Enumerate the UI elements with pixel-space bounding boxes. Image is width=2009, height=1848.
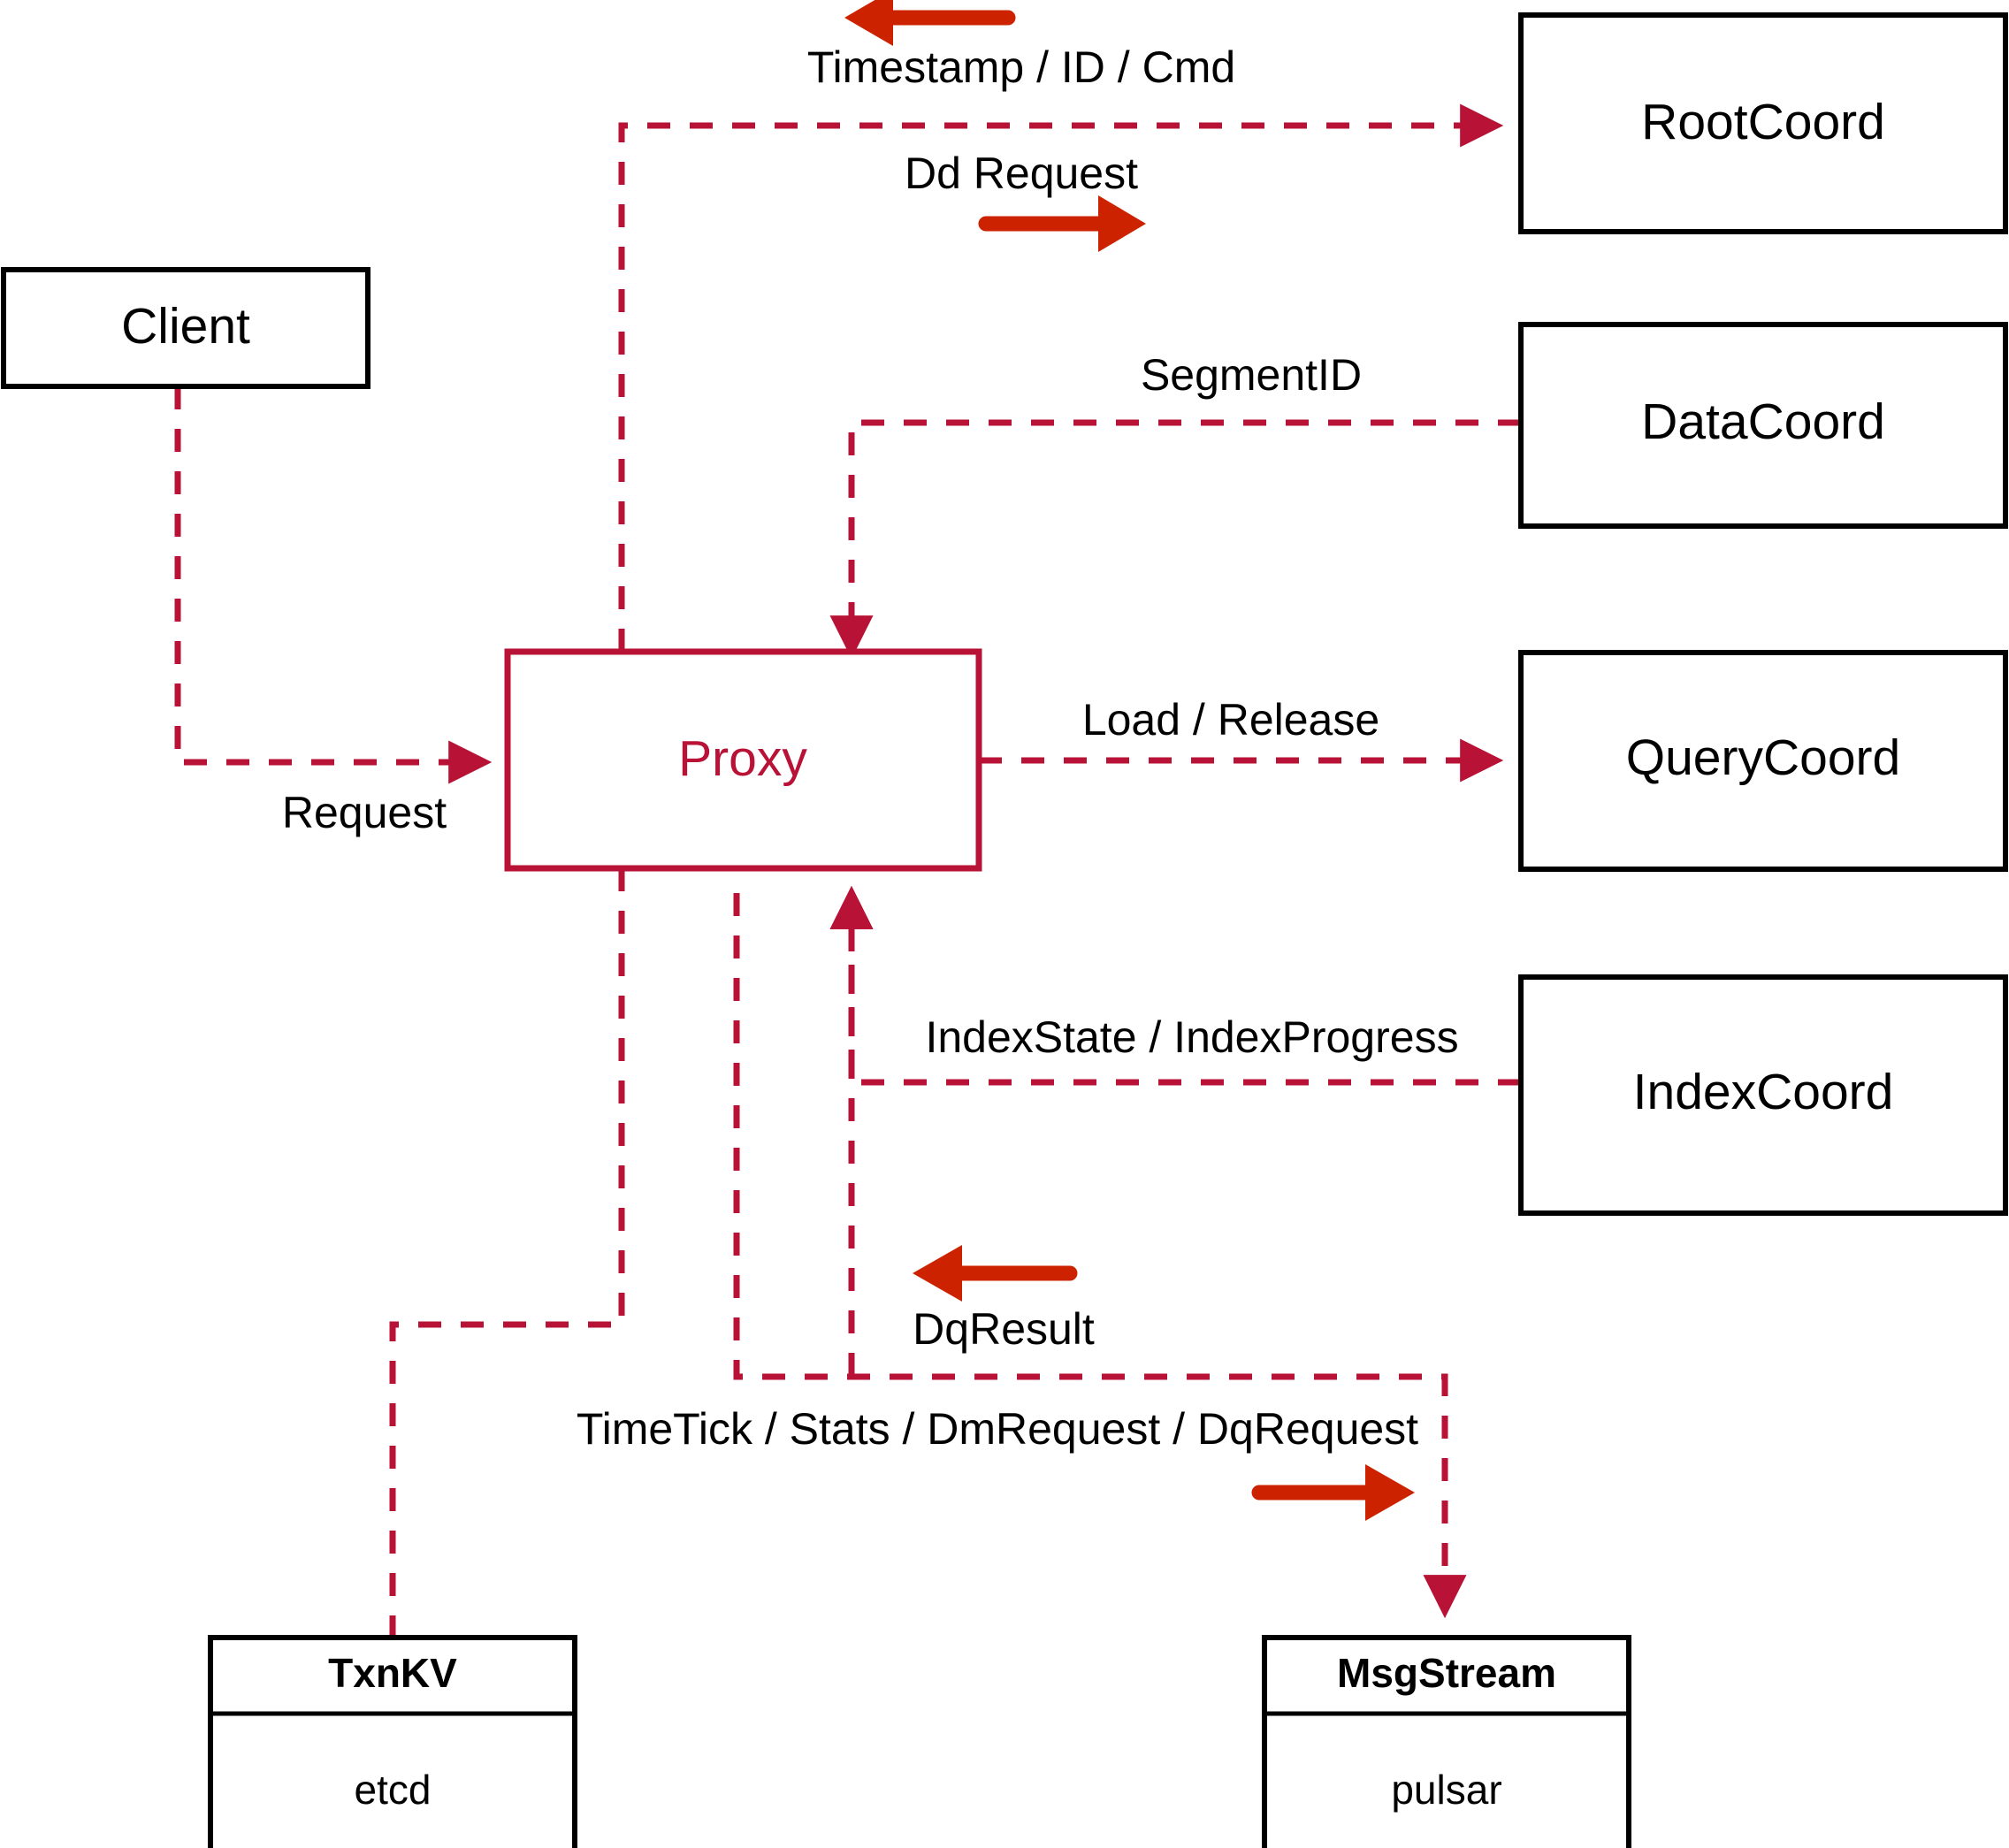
node-msgstream-impl-label: pulsar <box>1391 1767 1501 1813</box>
direction-arrow-dd-request-right <box>978 195 1146 252</box>
connector-client-to-proxy <box>174 386 493 784</box>
connector-indexcoord-to-proxy <box>829 885 1521 1086</box>
node-indexcoord-label: IndexCoord <box>1633 1064 1894 1120</box>
direction-arrow-dqresult-left <box>913 1245 1078 1302</box>
node-indexcoord[interactable]: IndexCoord <box>1518 974 2008 1216</box>
edge-label-index-state-progress: IndexState / IndexProgress <box>925 1012 1458 1062</box>
edge-label-load-release: Load / Release <box>1082 695 1379 745</box>
node-proxy-label: Proxy <box>678 730 807 787</box>
direction-arrow-timestamp-left <box>844 0 1016 46</box>
node-proxy[interactable]: Proxy <box>504 648 982 872</box>
edge-label-timetick-stats-dm-dq: TimeTick / Stats / DmRequest / DqRequest <box>577 1404 1418 1454</box>
node-msgstream[interactable]: MsgStream pulsar <box>1262 1635 1631 1848</box>
connector-datacoord-to-proxy <box>829 419 1521 660</box>
node-querycoord-label: QueryCoord <box>1626 729 1900 786</box>
node-datacoord-label: DataCoord <box>1641 393 1885 450</box>
edge-label-timestamp-id-cmd: Timestamp / ID / Cmd <box>807 42 1235 92</box>
edge-label-dq-result: DqResult <box>913 1304 1095 1354</box>
edge-label-segment-id: SegmentID <box>1141 350 1362 400</box>
connector-proxy-to-msgstream <box>733 893 1467 1619</box>
node-rootcoord[interactable]: RootCoord <box>1518 12 2008 234</box>
node-msgstream-label: MsgStream <box>1337 1650 1556 1696</box>
edge-label-dd-request: Dd Request <box>905 149 1138 198</box>
node-client-label: Client <box>121 298 250 355</box>
direction-arrow-timetick-right <box>1251 1464 1415 1521</box>
edge-label-request: Request <box>282 788 447 837</box>
node-querycoord[interactable]: QueryCoord <box>1518 650 2008 872</box>
node-txnkv[interactable]: TxnKV etcd <box>208 1635 577 1848</box>
connector-proxy-to-rootcoord <box>618 103 1504 652</box>
node-client[interactable]: Client <box>1 267 370 389</box>
node-txnkv-impl-label: etcd <box>355 1767 432 1813</box>
node-rootcoord-label: RootCoord <box>1641 94 1885 150</box>
node-txnkv-label: TxnKV <box>328 1650 457 1696</box>
connector-proxy-to-txnkv <box>389 868 625 1638</box>
node-datacoord[interactable]: DataCoord <box>1518 322 2008 529</box>
